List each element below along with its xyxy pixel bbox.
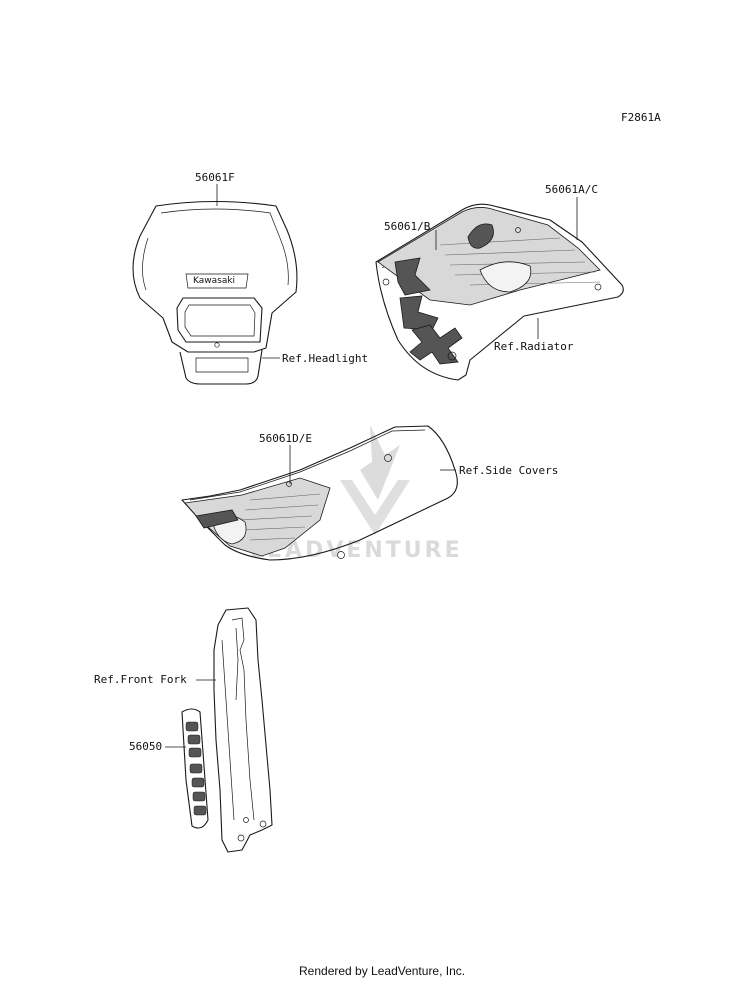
watermark-flame-icon: [360, 425, 400, 500]
label-56050: 56050: [129, 740, 162, 753]
label-ref-radiator: Ref.Radiator: [494, 340, 574, 353]
headlight-cover-part: Kawasaki: [132, 200, 298, 385]
label-ref-side-covers: Ref.Side Covers: [459, 464, 558, 477]
diagram-code: F2861A: [621, 111, 661, 124]
radiator-vent-1: [467, 223, 494, 249]
radiator-shroud-part: [375, 203, 624, 381]
label-56061DE: 56061D/E: [259, 432, 312, 445]
klx-letter-x: [409, 324, 463, 365]
radiator-vent-2: [479, 261, 532, 293]
footer-credit: Rendered by LeadVenture, Inc.: [299, 964, 465, 978]
klx-letter-l: [399, 295, 439, 331]
label-ref-front-fork: Ref.Front Fork: [94, 673, 187, 686]
watermark-v-icon: [340, 480, 410, 535]
label-56061AC: 56061A/C: [545, 183, 598, 196]
label-56061F: 56061F: [195, 171, 235, 184]
label-56061B: 56061/B: [384, 220, 431, 233]
klx-letter-k: [394, 257, 431, 296]
front-fork-guard-part: [213, 607, 273, 853]
side-cover-part: [181, 425, 458, 561]
label-ref-headlight: Ref.Headlight: [282, 352, 368, 365]
fork-decal-part: [181, 708, 209, 829]
headlight-cover-logo: Kawasaki: [193, 276, 235, 286]
side-cover-stripes: [239, 493, 321, 541]
